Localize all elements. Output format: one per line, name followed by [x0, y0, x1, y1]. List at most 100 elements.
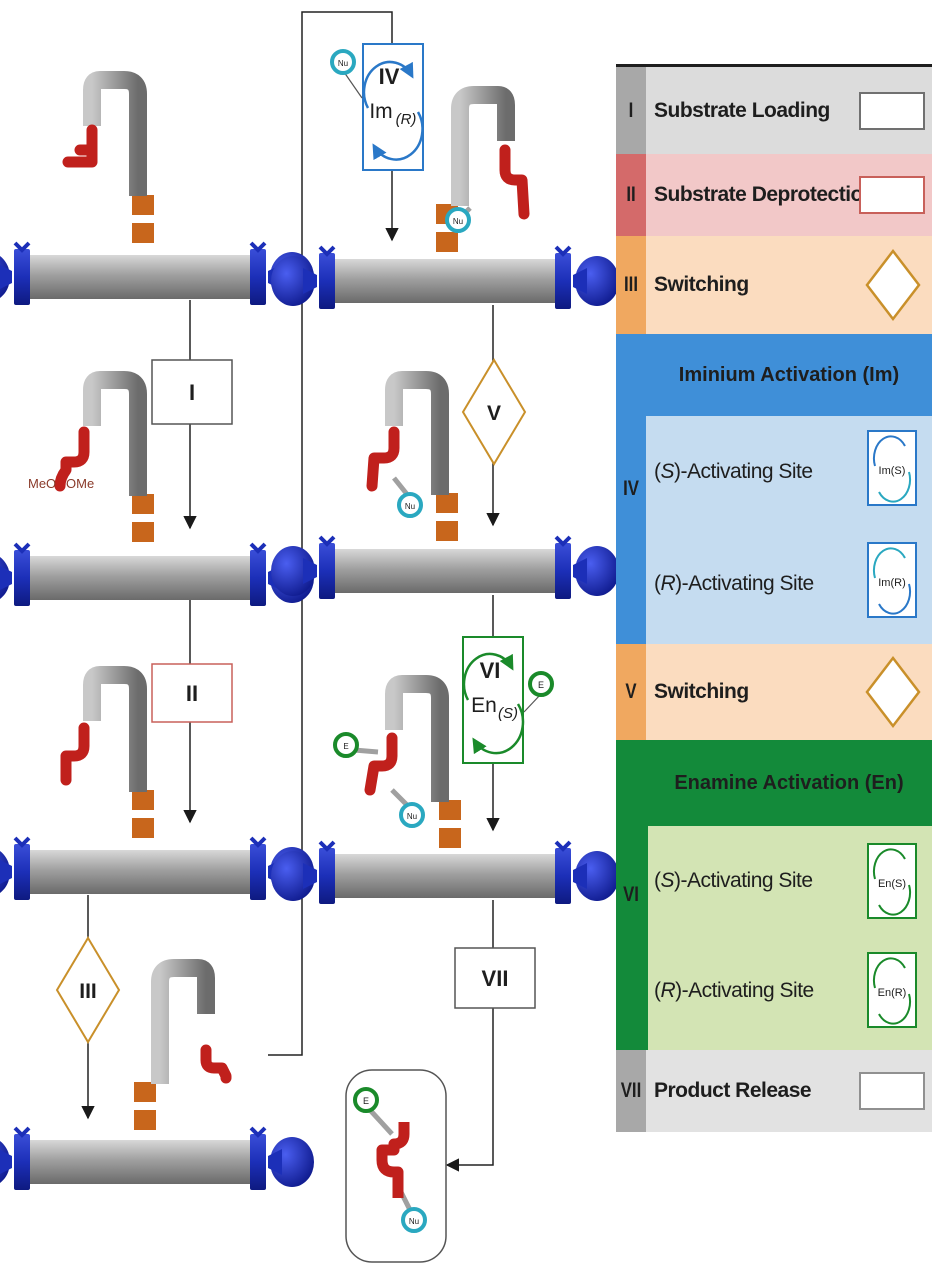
substrate-chain-icon [200, 1044, 232, 1084]
legend-header-iminium: Iminium Activation (Im) [678, 363, 900, 386]
step-diamond-V: V [461, 358, 527, 466]
svg-text:En: En [471, 694, 497, 717]
legend-symbol-box-white [859, 1072, 925, 1110]
robotic-arm-icon [385, 675, 449, 802]
svg-text:E: E [343, 742, 348, 751]
linker-icon [439, 800, 461, 848]
legend-num-V: V [625, 680, 637, 703]
svg-text:Nu: Nu [407, 812, 417, 821]
rotaxane-axle-icon [271, 535, 619, 599]
rotaxane-axle-icon [0, 836, 314, 900]
robotic-arm-icon [83, 371, 147, 496]
legend-label-r-activating-im: (R)-Activating Site [654, 572, 814, 595]
legend-num-I: I [628, 98, 634, 122]
legend-symbol-box-red [859, 176, 925, 214]
svg-text:Im(R): Im(R) [878, 577, 906, 589]
legend-row-substrate-loading: I Substrate Loading [616, 67, 932, 154]
product-capsule: E Nu [345, 1069, 447, 1263]
svg-text:II: II [186, 681, 198, 706]
step-box-I: I [151, 359, 233, 425]
legend-row-switching-V: V Switching [616, 644, 932, 740]
svg-text:Nu: Nu [453, 217, 463, 226]
step-box-II: II [151, 663, 233, 723]
rotaxane-axle-icon [0, 1126, 314, 1190]
nucleophile-bead-icon: Nu [397, 492, 423, 518]
electrophile-bead-icon: E [333, 732, 359, 758]
svg-text:(R): (R) [396, 111, 417, 128]
robotic-arm-icon [451, 86, 515, 206]
legend-icon-en-s: En(S) [867, 843, 917, 919]
svg-text:VI: VI [480, 658, 501, 683]
svg-text:VII: VII [482, 966, 509, 991]
legend-icon-en-r: En(R) [867, 952, 917, 1028]
svg-text:E: E [538, 680, 544, 690]
substrate-chain-icon [62, 124, 98, 168]
svg-text:I: I [189, 380, 195, 405]
step-box-IV-iminium: IV Im (R) [362, 43, 424, 171]
legend-num-III: III [623, 273, 638, 296]
legend-label-substrate-loading: Substrate Loading [654, 98, 830, 122]
substrate-chain-icon [366, 426, 400, 492]
linker-icon [132, 494, 154, 542]
legend-icon-im-r: Im(R) [867, 542, 917, 618]
legend-icon-im-s: Im(S) [867, 430, 917, 506]
svg-text:En(R): En(R) [878, 987, 907, 999]
legend-header-enamine: Enamine Activation (En) [674, 771, 904, 794]
legend-row-iminium-activation: Iminium Activation (Im) IV (S)-Activatin… [616, 334, 932, 644]
linker-icon [436, 493, 458, 541]
linker-icon [134, 1082, 156, 1130]
step-box-VI-enamine: VI En (S) [462, 636, 525, 764]
rotaxane-axle-icon [271, 245, 619, 309]
rotaxane-axle-icon [0, 241, 314, 305]
electrophile-bead-icon: E [523, 671, 554, 713]
legend-label-s-activating-im: (S)-Activating Site [654, 460, 813, 483]
linker-icon [132, 195, 154, 243]
rotaxane-axle-icon [271, 840, 619, 904]
svg-text:(S): (S) [498, 705, 518, 722]
svg-text:V: V [487, 402, 501, 425]
legend-num-II: II [626, 183, 636, 206]
legend-label-switching: Switching [654, 273, 749, 296]
substrate-chain-icon [60, 722, 90, 786]
legend-symbol-diamond-v [865, 655, 921, 729]
meo-label: MeO [28, 476, 56, 491]
svg-text:En(S): En(S) [878, 878, 906, 890]
ome-label: OMe [66, 476, 94, 491]
robotic-arm-icon [151, 959, 215, 1084]
robotic-arm-icon [385, 371, 449, 495]
svg-text:IV: IV [379, 64, 400, 89]
legend-row-switching-III: III Switching [616, 236, 932, 334]
svg-text:Im(S): Im(S) [879, 465, 906, 477]
legend-row-substrate-deprotection: II Substrate Deprotection [616, 154, 932, 236]
linker-icon [132, 790, 154, 838]
legend-label-product-release: Product Release [654, 1079, 812, 1102]
legend-label-substrate-deprotection: Substrate Deprotection [654, 183, 876, 206]
legend-symbol-box-grey [859, 92, 925, 130]
legend-num-VI: VI [623, 883, 639, 906]
substrate-chain-icon [54, 426, 90, 492]
substrate-chain-icon [364, 732, 398, 796]
nucleophile-bead-icon: Nu [445, 207, 471, 233]
legend-num-IV: IV [623, 477, 639, 500]
svg-text:Im: Im [369, 100, 392, 123]
legend-label-switching-v: Switching [654, 680, 749, 703]
svg-text:E: E [363, 1096, 369, 1106]
legend-label-s-activating-en: (S)-Activating Site [654, 869, 813, 892]
rotaxane-axle-icon [0, 542, 314, 606]
svg-text:Nu: Nu [338, 59, 348, 68]
legend-symbol-diamond [865, 248, 921, 322]
step-diamond-III: III [55, 936, 121, 1044]
legend-table: I Substrate Loading II Substrate Deprote… [616, 64, 932, 1132]
legend-label-r-activating-en: (R)-Activating Site [654, 979, 814, 1002]
step-box-VII: VII [454, 947, 536, 1009]
svg-text:Nu: Nu [409, 1217, 419, 1226]
legend-num-VII: VII [620, 1079, 642, 1102]
robotic-arm-icon [83, 666, 147, 792]
nucleophile-bead-icon: Nu [330, 49, 363, 99]
legend-row-enamine-activation: Enamine Activation (En) VI (S)-Activatin… [616, 740, 932, 1050]
substrate-chain-icon [499, 144, 530, 220]
svg-text:Nu: Nu [405, 502, 415, 511]
legend-row-product-release: VII Product Release [616, 1050, 932, 1132]
